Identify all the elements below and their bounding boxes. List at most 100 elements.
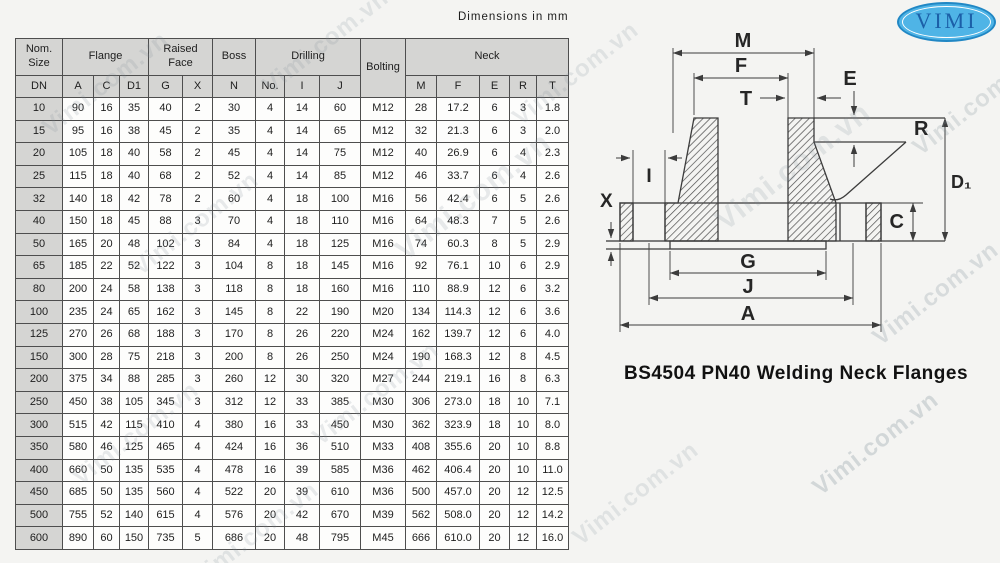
table-cell: M33 [360, 435, 406, 460]
table-cell: 170 [212, 322, 256, 347]
table-cell: 450 [15, 481, 63, 505]
table-cell: 45 [212, 142, 256, 166]
table-cell: 5 [182, 526, 213, 550]
table-cell: 122 [148, 255, 183, 279]
table-cell: 160 [319, 277, 361, 302]
table-cell: 4 [255, 187, 285, 211]
table-cell: 125 [119, 435, 149, 460]
table-cell: 6.3 [536, 368, 569, 392]
table-cell: 660 [62, 458, 94, 483]
table-cell: 76.1 [436, 255, 480, 279]
table-cell: 500 [405, 481, 437, 505]
table-cell: 140 [62, 187, 94, 211]
table-cell: 18 [93, 142, 120, 166]
table-cell: 60 [319, 97, 361, 121]
table-cell: 410 [148, 413, 183, 437]
table-cell: 5 [509, 209, 537, 234]
table-cell: 10 [479, 255, 510, 279]
table-cell: 58 [119, 277, 149, 302]
table-cell: 40 [119, 142, 149, 166]
table-cell: 65 [119, 300, 149, 324]
table-cell: 35 [119, 97, 149, 121]
table-cell: 462 [405, 458, 437, 483]
table-cell: M12 [360, 164, 406, 189]
table-cell: 515 [62, 413, 94, 437]
table-cell: 3 [182, 368, 213, 392]
table-cell: 5 [509, 187, 537, 211]
table-cell: 26 [284, 345, 320, 370]
table-cell: 104 [212, 255, 256, 279]
table-cell: 8.8 [536, 435, 569, 460]
table-cell: 20 [479, 458, 510, 483]
table-cell: 2 [182, 97, 213, 121]
table-cell: 6 [479, 164, 510, 189]
table-cell: 88 [148, 209, 183, 234]
table-cell: 685 [62, 481, 94, 505]
table-cell: 12 [479, 277, 510, 302]
table-cell: 219.1 [436, 368, 480, 392]
table-cell: 478 [212, 458, 256, 483]
table-cell: 110 [405, 277, 437, 302]
column-group-header: Boss [212, 38, 256, 76]
table-cell: M12 [360, 97, 406, 121]
table-cell: 12 [255, 368, 285, 392]
table-cell: 4 [255, 142, 285, 166]
column-group-header: Drilling [255, 38, 361, 76]
table-cell: 14.2 [536, 503, 569, 528]
table-cell: 125 [319, 232, 361, 257]
table-cell: 40 [148, 97, 183, 121]
dim-label-r: R [914, 118, 929, 140]
table-cell: 22 [93, 255, 120, 279]
table-cell: 312 [212, 390, 256, 415]
table-cell: 12 [479, 322, 510, 347]
table-cell: 188 [148, 322, 183, 347]
table-cell: 2.0 [536, 119, 569, 144]
table-cell: 88.9 [436, 277, 480, 302]
dim-label-a: A [741, 303, 755, 325]
table-cell: 10 [15, 97, 63, 121]
table-cell: 4 [255, 97, 285, 121]
table-cell: 16 [93, 119, 120, 144]
table-cell: 20 [479, 503, 510, 528]
table-cell: 4 [182, 435, 213, 460]
table-cell: 60 [93, 526, 120, 550]
table-cell: 14 [284, 119, 320, 144]
column-group-header: Bolting [360, 38, 406, 98]
table-cell: 6 [479, 187, 510, 211]
table-cell: 8 [255, 255, 285, 279]
table-cell: 52 [212, 164, 256, 189]
table-cell: 755 [62, 503, 94, 528]
table-cell: 42 [119, 187, 149, 211]
table-cell: 3 [182, 277, 213, 302]
table-cell: 2.6 [536, 187, 569, 211]
table-cell: 85 [319, 164, 361, 189]
table-cell: 21.3 [436, 119, 480, 144]
table-cell: 18 [479, 413, 510, 437]
table-cell: 510 [319, 435, 361, 460]
table-cell: 4 [182, 413, 213, 437]
flange-diagram: M F T E R D₁ C X I G J A [600, 30, 971, 332]
table-cell: M45 [360, 526, 406, 550]
table-cell: 50 [93, 481, 120, 505]
table-cell: 3.6 [536, 300, 569, 324]
table-cell: M16 [360, 255, 406, 279]
column-header: J [319, 75, 361, 98]
table-cell: 8 [509, 368, 537, 392]
table-cell: 2.9 [536, 255, 569, 279]
table-cell: 20 [479, 526, 510, 550]
table-cell: 500 [15, 503, 63, 528]
table-cell: 670 [319, 503, 361, 528]
table-cell: 45 [148, 119, 183, 144]
table-cell: 38 [119, 119, 149, 144]
table-cell: 408 [405, 435, 437, 460]
table-cell: 115 [62, 164, 94, 189]
table-cell: 323.9 [436, 413, 480, 437]
table-cell: 75 [319, 142, 361, 166]
table-cell: 12.5 [536, 481, 569, 505]
table-cell: 11.0 [536, 458, 569, 483]
